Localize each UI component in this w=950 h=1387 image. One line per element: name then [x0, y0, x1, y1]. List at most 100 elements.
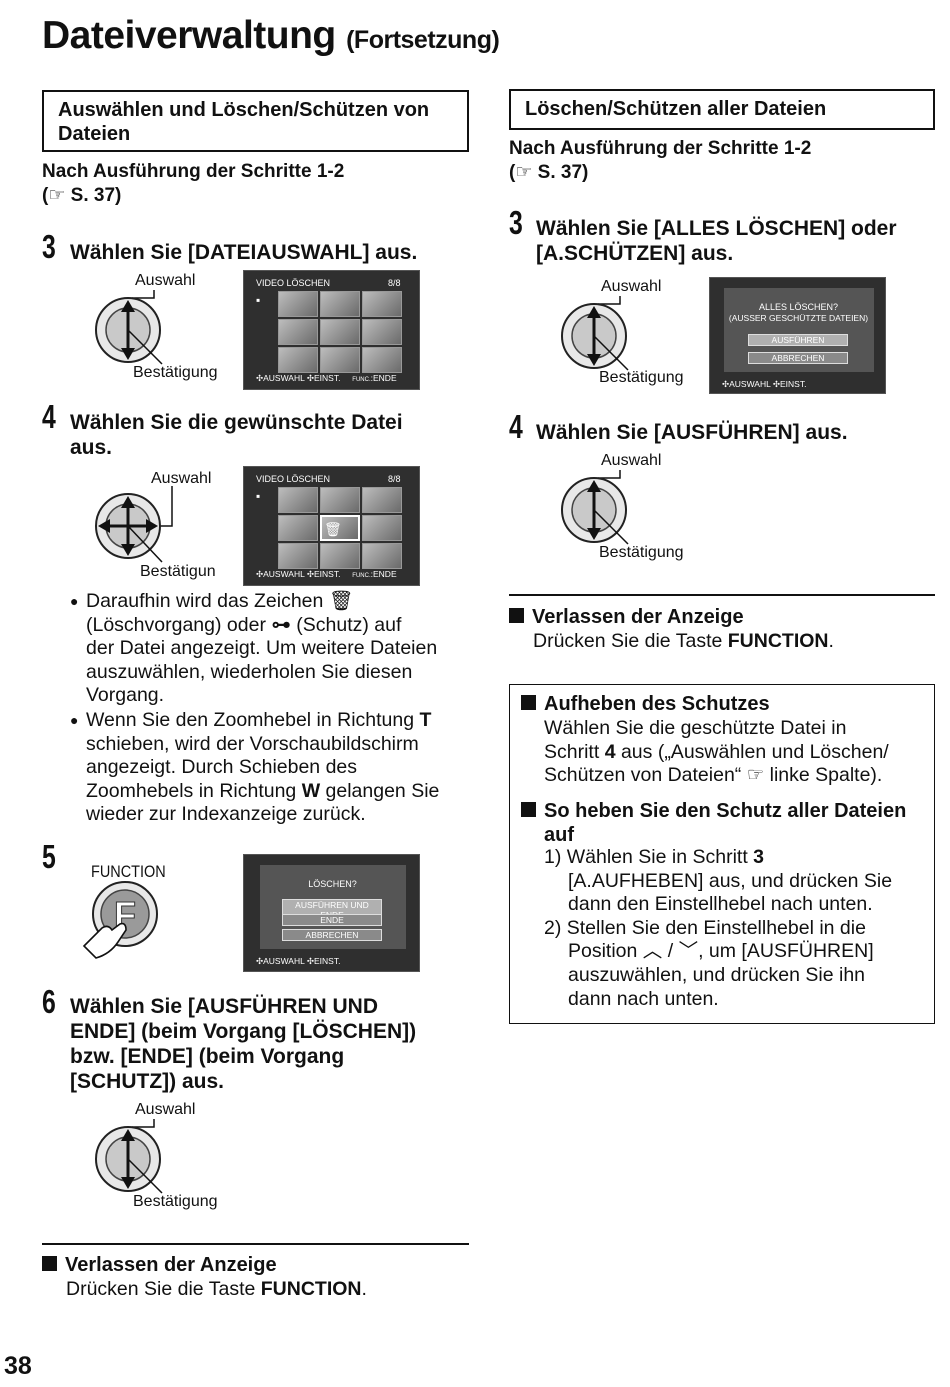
info-p1-line: aus („Auswählen und Löschen/	[615, 740, 889, 763]
thumbnail[interactable]	[362, 515, 402, 541]
bullet-dot: ●	[70, 712, 79, 728]
footer-einst: EINST.	[314, 373, 341, 383]
title-suffix: (Fortsetzung)	[346, 26, 500, 54]
info-item2-line: Position	[568, 940, 643, 963]
control-dial-icon	[561, 470, 629, 545]
dialog-option-cancel[interactable]: ABBRECHEN	[282, 929, 382, 941]
dial-label-auswahl: Auswahl	[601, 452, 662, 469]
info-heading-unprotect-all: So heben Sie den Schutz aller Dateien au…	[521, 799, 906, 847]
dial-label-bestaetigung: Bestätigung	[133, 1193, 218, 1210]
dialog-option-cancel[interactable]: ABBRECHEN	[748, 352, 848, 364]
page-title: Dateiverwaltung (Fortsetzung)	[42, 14, 500, 58]
dial-label-auswahl: Auswahl	[601, 278, 662, 295]
control-dial-icon	[95, 290, 163, 365]
right-step4-text: Wählen Sie [AUSFÜHREN] aus.	[536, 421, 848, 444]
control-dial-icon	[95, 1119, 163, 1194]
info-list: 1) Wählen Sie in Schritt 3 [A.AUFHEBEN] …	[544, 846, 929, 1011]
left-intro-line2: (☞ S. 37)	[42, 185, 122, 206]
dial-label-bestaetigung: Bestätigung	[133, 364, 218, 381]
dial-label-auswahl: Auswahl	[135, 1101, 196, 1118]
thumbnail[interactable]	[362, 347, 402, 373]
exit-text: Drücken Sie die Taste	[533, 630, 728, 652]
dial-label-bestaetigung: Bestätigun	[140, 563, 216, 580]
bullet2-line: wieder zur Indexanzeige zurück.	[86, 803, 366, 826]
right-step3-number: 3	[509, 204, 523, 241]
thumbnail[interactable]	[278, 291, 318, 317]
left-step3-number: 3	[42, 228, 56, 265]
info-h1-text: Aufheben des Schutzes	[544, 693, 770, 715]
info-p1-line: linke Spalte).	[764, 764, 883, 787]
thumbnail[interactable]	[320, 291, 360, 317]
bullet1-line: Daraufhin wird das Zeichen	[86, 590, 324, 612]
footer-einst: EINST.	[314, 569, 341, 579]
info-item2-line: /	[662, 940, 679, 963]
bullet1-line: auszuwählen, wiederholen Sie diesen	[86, 660, 413, 683]
footer-func: FUNC.	[352, 573, 371, 579]
page-number: 38	[4, 1352, 32, 1380]
thumbnail-grid	[278, 291, 402, 373]
bullet1-line: (Schutz) auf	[296, 613, 402, 636]
thumbnail[interactable]	[320, 347, 360, 373]
left-step5-number: 5	[42, 838, 56, 875]
trash-icon: 🗑	[324, 521, 342, 537]
trash-icon: 🗑	[328, 590, 354, 612]
dial-label-bestaetigung: Bestätigung	[599, 369, 684, 386]
control-dial-4way-icon	[95, 486, 173, 563]
dialog-option-end[interactable]: ENDE	[282, 914, 382, 926]
info-step-num: 3	[753, 846, 765, 868]
left-exit-text: Drücken Sie die Taste FUNCTION.	[66, 1278, 367, 1302]
camera-icon: ▪	[256, 489, 261, 503]
info-h2-line: So heben Sie den Schutz aller Dateien	[544, 800, 907, 822]
thumbnail[interactable]	[278, 487, 318, 513]
thumbnail[interactable]	[320, 487, 360, 513]
thumbnail[interactable]	[362, 291, 402, 317]
thumbnail[interactable]	[362, 487, 402, 513]
control-dial-icon	[561, 296, 629, 371]
left-step3-text: Wählen Sie [DATEIAUSWAHL] aus.	[70, 241, 418, 264]
info-p1-line: Wählen Sie die geschützte Datei in	[544, 717, 847, 739]
bullet2-line: Zoomhebels in Richtung	[86, 779, 302, 802]
thumbnail[interactable]	[362, 319, 402, 345]
lcd-screen-delete-dialog: LÖSCHEN? AUSFÜHREN UND ENDE ENDE ABBRECH…	[243, 854, 420, 972]
dial-label-bestaetigung: Bestätigung	[599, 544, 684, 561]
square-bullet-icon	[509, 608, 524, 623]
dialog-option-execute[interactable]: AUSFÜHREN	[748, 334, 848, 346]
title-main: Dateiverwaltung	[42, 14, 336, 57]
thumbnail[interactable]	[278, 319, 318, 345]
chevron-down-icon: ﹀	[678, 940, 699, 963]
right-intro-line1: Nach Ausführung der Schritte 1-2	[509, 138, 812, 159]
exit-heading-text: Verlassen der Anzeige	[65, 1254, 277, 1276]
thumbnail[interactable]	[278, 347, 318, 373]
function-label: FUNCTION	[91, 862, 166, 881]
thumbnail-selected[interactable]: 🗑	[320, 515, 360, 541]
right-intro: Nach Ausführung der Schritte 1-2 (☞ S. 3…	[509, 137, 811, 185]
exit-key: FUNCTION	[727, 630, 829, 652]
left-step6-text: Wählen Sie [AUSFÜHREN UND ENDE] (beim Vo…	[70, 994, 416, 1094]
thumbnail[interactable]	[362, 543, 402, 569]
left-step4-text: Wählen Sie die gewünschte Datei aus.	[70, 411, 403, 459]
exit-key: FUNCTION	[260, 1278, 362, 1300]
thumbnail[interactable]	[278, 543, 318, 569]
thumbnail[interactable]	[320, 319, 360, 345]
info-box	[509, 684, 935, 1024]
right-step3-line: Wählen Sie [ALLES LÖSCHEN] oder	[536, 217, 897, 240]
bullet2-line: schieben, wird der Vorschaubildschirm	[86, 732, 419, 755]
info-item2-line: dann nach unten.	[568, 987, 719, 1010]
info-step-num: 4	[604, 740, 616, 763]
left-exit-heading: Verlassen der Anzeige	[42, 1254, 277, 1277]
thumbnail-grid: 🗑	[278, 487, 402, 569]
screen-counter: 8/8	[388, 474, 401, 484]
left-step4-number: 4	[42, 398, 56, 435]
screen-title: VIDEO LÖSCHEN	[256, 278, 331, 288]
dialog-title: ALLES LÖSCHEN?	[758, 302, 839, 312]
square-bullet-icon	[42, 1256, 57, 1271]
info-h2-line: auf	[544, 824, 574, 846]
thumbnail[interactable]	[278, 515, 318, 541]
right-exit-heading: Verlassen der Anzeige	[509, 606, 744, 629]
thumbnail[interactable]	[320, 543, 360, 569]
bullet2-line: Wenn Sie den Zoomhebel in Richtung	[86, 709, 420, 731]
divider	[42, 1243, 469, 1245]
screen-title: VIDEO LÖSCHEN	[256, 474, 331, 484]
chevron-up-icon: ︿	[642, 940, 663, 963]
screen-footer: ✣AUSWAHL ✣EINST. FUNC.:ENDE	[256, 373, 397, 383]
